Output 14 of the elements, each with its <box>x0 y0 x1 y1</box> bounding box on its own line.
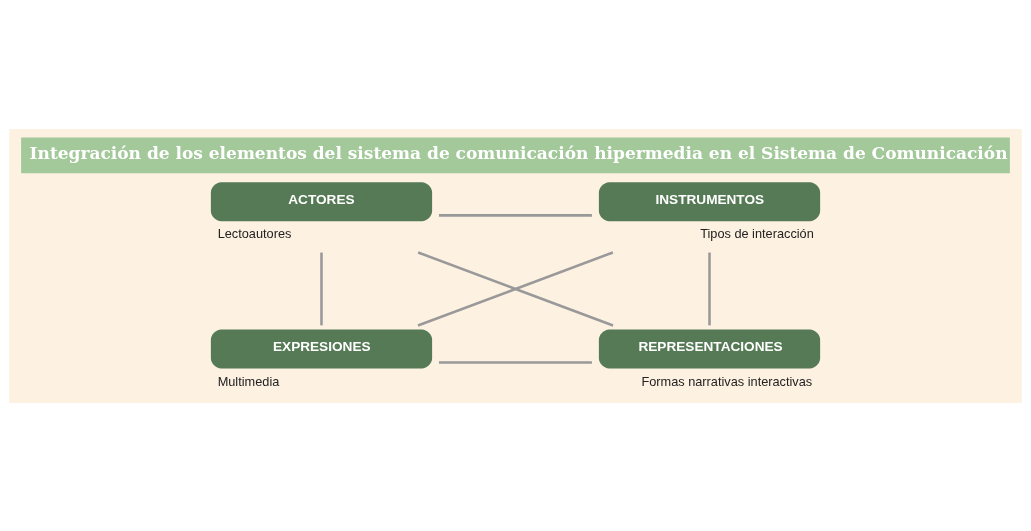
node-box: INSTRUMENTOS <box>598 181 821 221</box>
connector <box>320 252 323 325</box>
node-label: Lectoautores <box>217 225 292 241</box>
connector <box>708 252 711 325</box>
node-box: ACTORES <box>210 181 433 221</box>
node-label: Multimedia <box>217 373 280 389</box>
connector <box>438 213 592 217</box>
node-box: REPRESENTACIONES <box>598 328 821 369</box>
connector <box>417 250 614 327</box>
node-label: Formas narrativas interactivas <box>641 373 813 389</box>
diagram-title: Integración de los elementos del sistema de comunicación hipermedia en el Sistema de Comunicación <box>29 142 1008 163</box>
connector <box>438 360 592 364</box>
node-box: EXPRESIONES <box>210 328 433 369</box>
node-label: Tipos de interacción <box>700 225 814 241</box>
